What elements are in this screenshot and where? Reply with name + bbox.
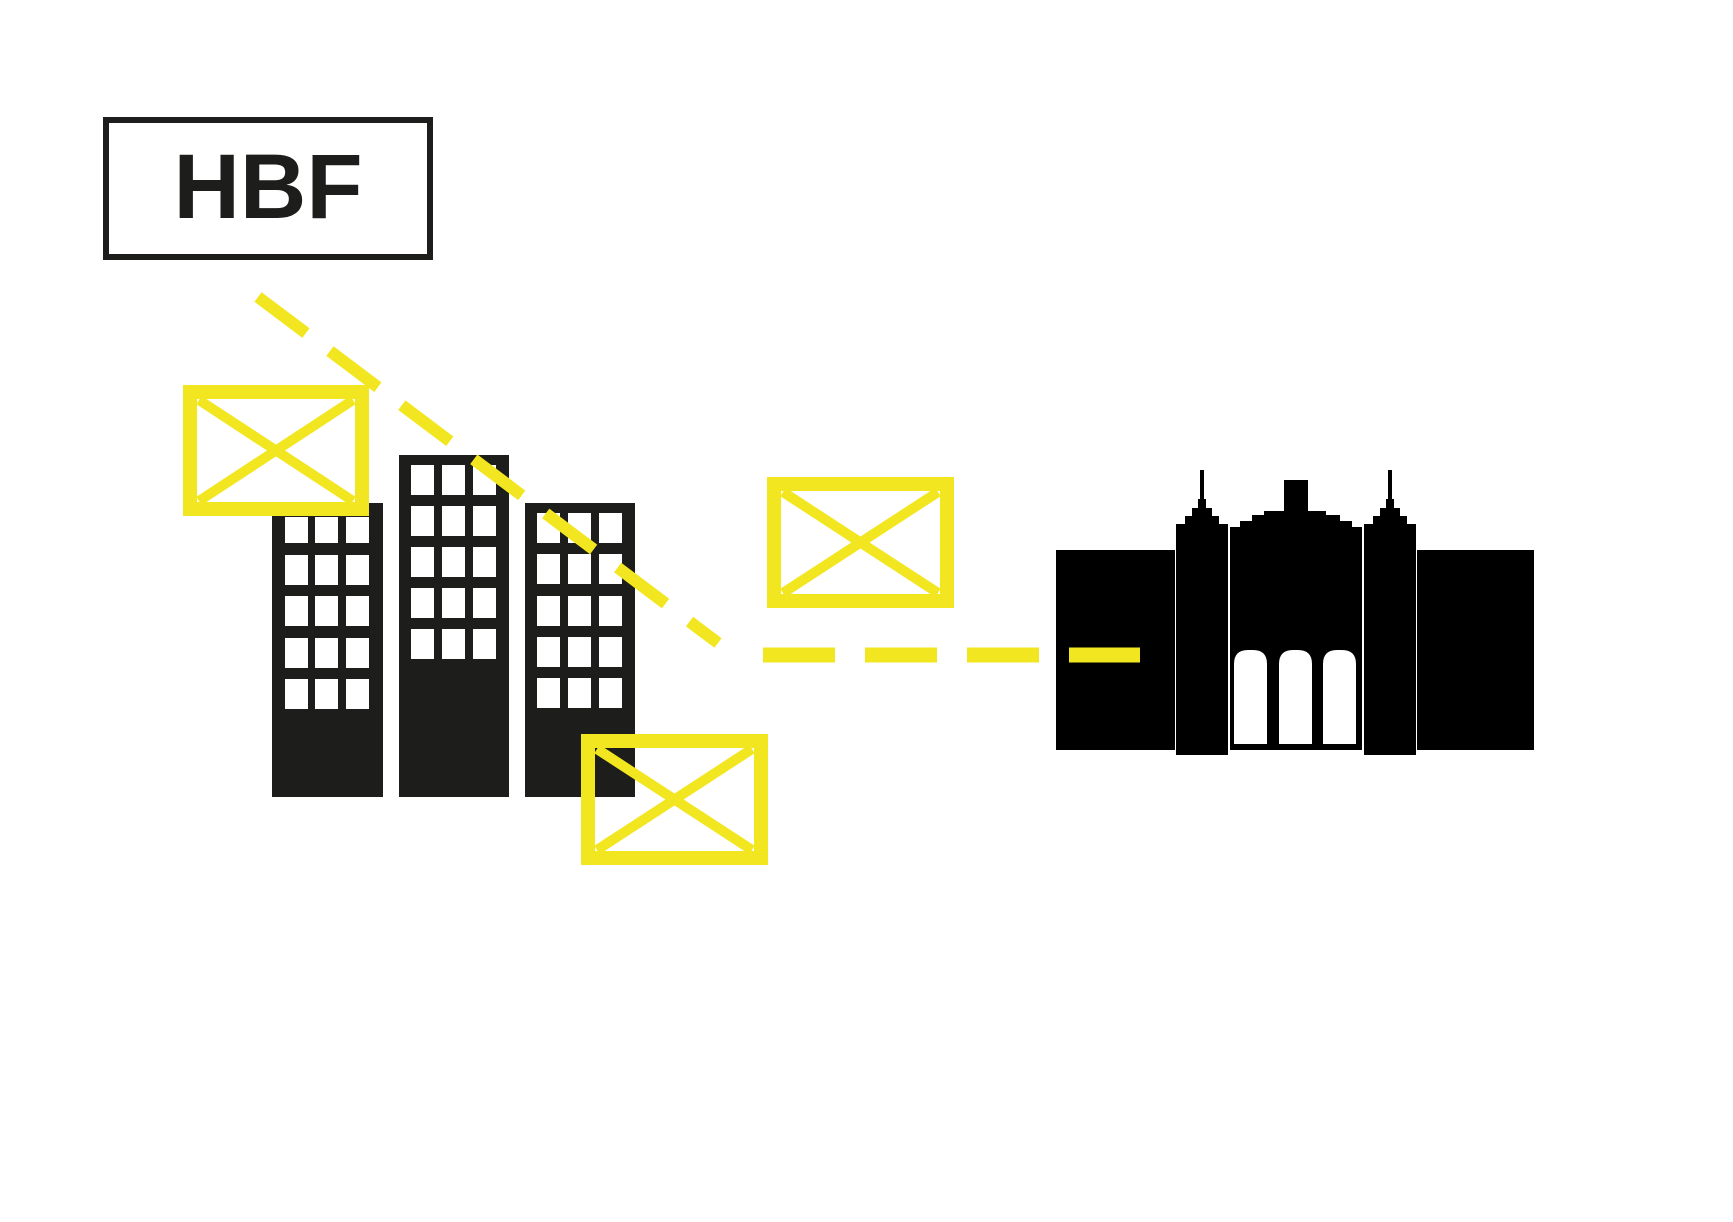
envelope-middle xyxy=(767,477,954,608)
train-station-icon xyxy=(1056,470,1534,755)
station-tower-right xyxy=(1364,470,1416,755)
envelope-bottom xyxy=(581,734,768,865)
station-sign: HBF xyxy=(103,117,433,260)
office-tower-left-windows xyxy=(285,517,369,709)
station-tower-left xyxy=(1176,470,1228,755)
station-doors xyxy=(1234,650,1356,744)
route-diagonal-segment xyxy=(254,292,722,648)
station-door-right xyxy=(1323,650,1356,744)
envelope-icon xyxy=(183,385,954,865)
envelope-top-left xyxy=(183,385,369,516)
station-sign-frame xyxy=(103,117,433,260)
station-door-left xyxy=(1234,650,1267,744)
station-sign-label: HBF xyxy=(173,136,362,238)
station-door-middle xyxy=(1279,650,1312,744)
delivery-route xyxy=(254,292,1140,663)
office-tower-middle-windows xyxy=(411,465,496,659)
station-wing-right xyxy=(1417,550,1534,750)
